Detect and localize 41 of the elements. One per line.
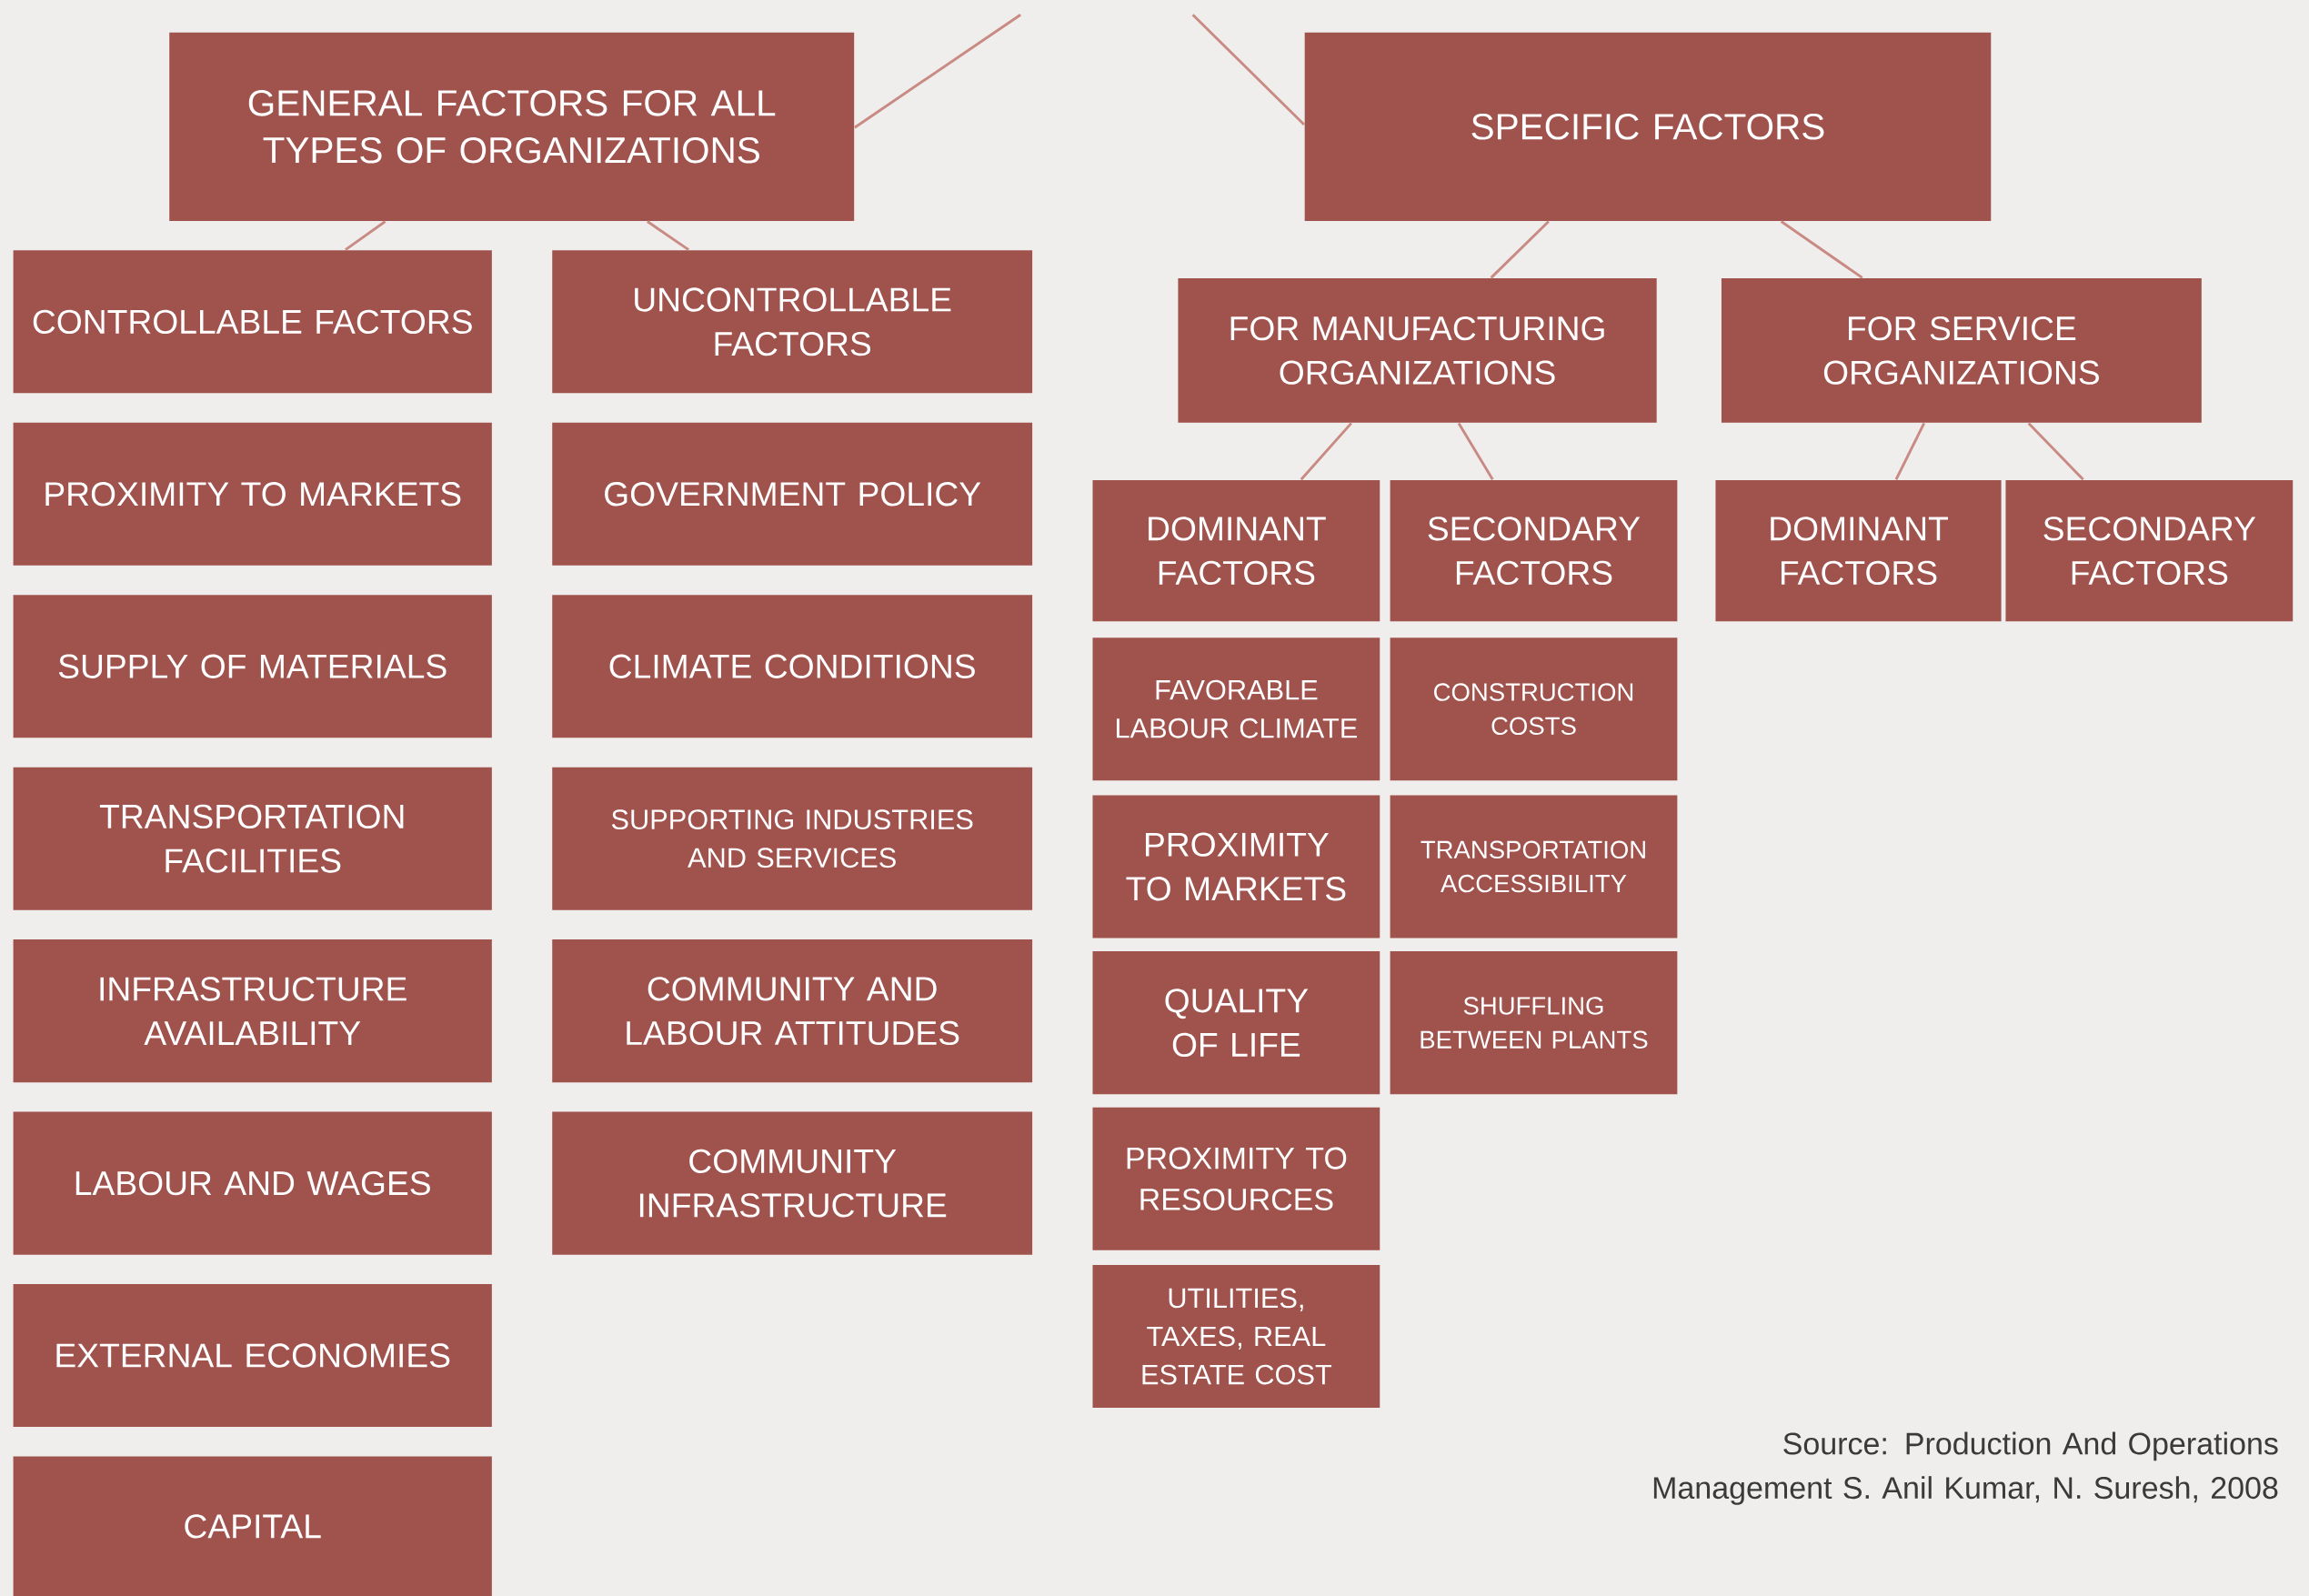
connector-line — [2027, 422, 2084, 481]
factor-box: UNCONTROLLABLE FACTORS — [552, 250, 1033, 394]
factor-box: QUALITY OF LIFE — [1092, 950, 1380, 1094]
factor-box: FOR MANUFACTURING ORGANIZATIONS — [1178, 277, 1657, 423]
factor-box: COMMUNITY AND LABOUR ATTITUDES — [552, 939, 1033, 1083]
factor-box: SUPPORTING INDUSTRIES AND SERVICES — [552, 767, 1033, 910]
factor-box: PROXIMITY TO MARKETS — [13, 422, 492, 566]
connector-line — [1894, 422, 1926, 480]
factor-box: DOMINANT FACTORS — [1715, 479, 2002, 622]
factor-box: CLIMATE CONDITIONS — [552, 595, 1033, 738]
factor-box: UTILITIES, TAXES, REAL ESTATE COST — [1092, 1264, 1380, 1408]
source-note: Source: Production And Operations Management S. Anil Kumar, N. Suresh, 2008 — [1653, 1431, 2278, 1505]
factor-box: FOR SERVICE ORGANIZATIONS — [1721, 277, 2202, 423]
factor-box: SPECIFIC FACTORS — [1304, 32, 1992, 221]
factor-box: CAPITAL — [13, 1456, 492, 1596]
connector-line — [854, 13, 1021, 129]
factor-box: GENERAL FACTORS FOR ALL TYPES OF ORGANIZATIONS — [169, 32, 855, 221]
connector-line — [1300, 422, 1352, 481]
factor-box: EXTERNAL ECONOMIES — [13, 1283, 492, 1427]
factor-box: FAVORABLE LABOUR CLIMATE — [1092, 637, 1380, 781]
factor-box: DOMINANT FACTORS — [1092, 479, 1380, 622]
factor-box: GOVERNMENT POLICY — [552, 422, 1033, 566]
factor-box: SHUFFLING BETWEEN PLANTS — [1390, 950, 1678, 1094]
factor-box: SECONDARY FACTORS — [1390, 479, 1678, 622]
factor-box: CONSTRUCTION COSTS — [1390, 637, 1678, 781]
factor-box: COMMUNITY INFRASTRUCTURE — [552, 1111, 1033, 1255]
factor-box: SUPPLY OF MATERIALS — [13, 595, 492, 738]
factor-box: TRANSPORTATION FACILITIES — [13, 767, 492, 910]
factor-box: PROXIMITY TO RESOURCES — [1092, 1107, 1380, 1250]
factor-box: TRANSPORTATION ACCESSIBILITY — [1390, 795, 1678, 939]
factor-box: LABOUR AND WAGES — [13, 1111, 492, 1255]
connector-line — [647, 220, 689, 251]
factor-box: SECONDARY FACTORS — [2005, 479, 2294, 622]
factor-box: CONTROLLABLE FACTORS — [13, 250, 492, 394]
factor-box: PROXIMITY TO MARKETS — [1092, 795, 1380, 939]
connector-line — [1490, 220, 1550, 279]
connector-line — [1780, 220, 1863, 279]
connector-line — [1191, 14, 1306, 125]
factor-box: INFRASTRUCTURE AVAILABILITY — [13, 939, 492, 1083]
connector-line — [345, 220, 387, 251]
connector-line — [1457, 422, 1494, 480]
